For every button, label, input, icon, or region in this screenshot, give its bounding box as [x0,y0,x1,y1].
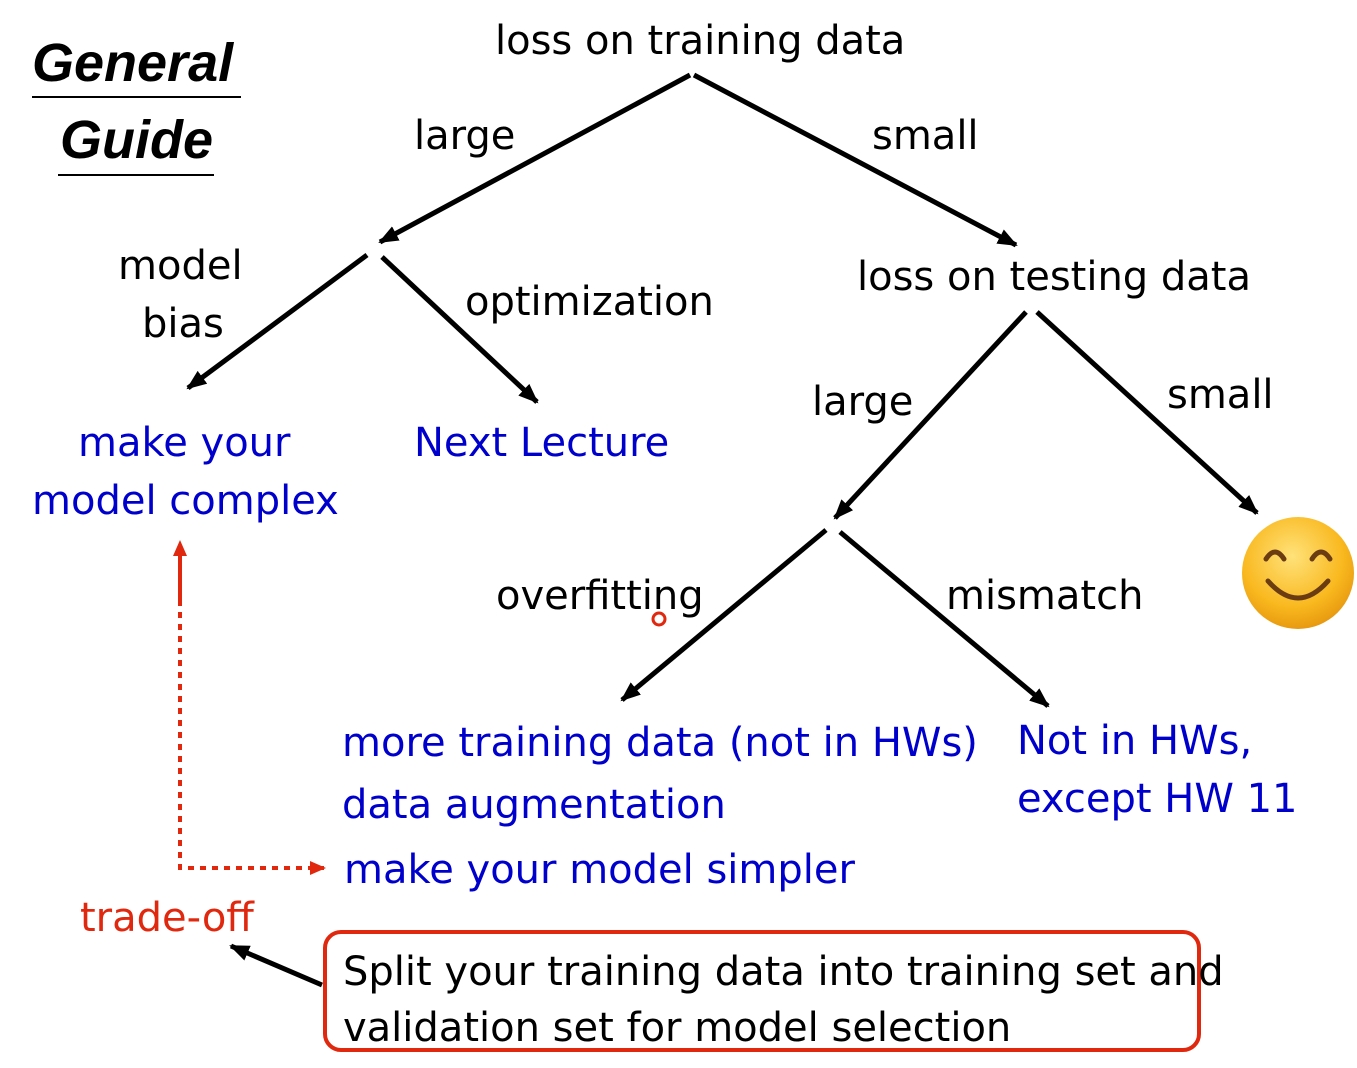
callout-line-1: Split your training data into training s… [343,949,1224,995]
node-make-complex-1: make your [78,420,291,466]
node-loss-testing: loss on testing data [857,254,1252,300]
edge-overfitting-label: overfitting [496,573,704,619]
node-tradeoff: trade-off [80,895,254,941]
validation-split-callout: Split your training data into training s… [323,930,1224,1052]
arrow-train-small [692,72,1018,248]
arrow-callout-to-tradeoff [229,943,323,988]
node-mismatch-remedy-2: except HW 11 [1017,776,1298,822]
edge-mismatch-label: mismatch [946,573,1144,619]
edge-train-small-label: small [872,113,979,159]
arrow-model-bias [186,252,369,391]
dotted-tradeoff-connector [178,552,326,875]
cursor-indicator [651,611,667,627]
edge-model-bias-label-1: model [118,243,243,289]
node-mismatch-remedy-1: Not in HWs, [1017,718,1253,764]
arrow-optimization [380,255,539,404]
node-overfit-remedy-3: make your model simpler [344,847,855,893]
node-next-lecture: Next Lecture [414,420,670,466]
arrow-mismatch [838,530,1050,708]
node-make-complex-2: model complex [32,478,339,524]
node-loss-training: loss on training data [495,18,906,64]
title-underline-2 [58,174,214,176]
smiley-face-icon [1242,517,1354,629]
title-underline-1 [32,96,241,98]
arrow-test-small [1035,310,1259,515]
title-guide: Guide [60,110,214,170]
arrow-test-large [833,310,1028,520]
edge-test-small-label: small [1167,372,1274,418]
edge-model-bias-label-2: bias [142,301,224,347]
arrow-train-large [378,72,692,245]
node-overfit-remedy-2: data augmentation [342,782,726,828]
node-overfit-remedy-1: more training data (not in HWs) [342,720,978,766]
edge-optimization-label: optimization [465,279,714,325]
edge-test-large-label: large [812,379,914,425]
callout-line-2: validation set for model selection [343,1005,1012,1051]
arrow-overfitting [620,528,828,702]
edge-train-large-label: large [414,113,516,159]
title-general: General [32,33,234,93]
